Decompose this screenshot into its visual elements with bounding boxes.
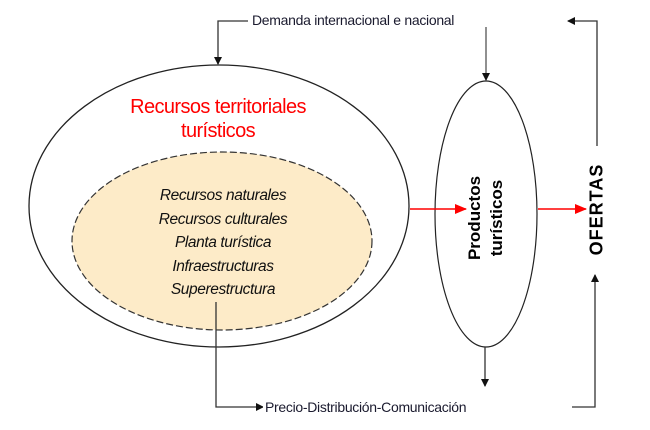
price-distribution-communication-label: Precio-Distribución-Comunicación	[263, 399, 469, 415]
resource-item: Superestructura	[170, 281, 276, 298]
demand-label: Demanda internacional e nacional	[250, 12, 457, 28]
territorial-resources-title-line1: Recursos territoriales	[130, 96, 306, 118]
resource-item: Recursos naturales	[159, 187, 287, 204]
resource-item: Infraestructuras	[172, 257, 274, 275]
inner-ellipse-resources-list	[71, 151, 373, 331]
products-label-line2: turísticos	[487, 179, 506, 257]
products-ellipse	[434, 80, 538, 348]
products-label: Productos turísticos	[464, 118, 508, 318]
territorial-resources-title: Recursos territoriales turísticos	[68, 95, 368, 143]
territorial-resources-title-line2: turísticos	[180, 120, 256, 142]
products-label-line1: Productos	[465, 175, 484, 261]
offers-to-demand-connector	[567, 17, 598, 146]
resources-to-price-connector	[215, 302, 264, 411]
resources-list: Recursos naturales Recursos culturales P…	[92, 184, 354, 302]
resource-item: Planta turística	[174, 234, 272, 251]
resource-item: Recursos culturales	[158, 210, 288, 228]
price-to-offers-connector	[572, 274, 599, 408]
demand-to-resources-connector	[214, 20, 248, 65]
offers-label: OFERTAS	[586, 163, 607, 256]
